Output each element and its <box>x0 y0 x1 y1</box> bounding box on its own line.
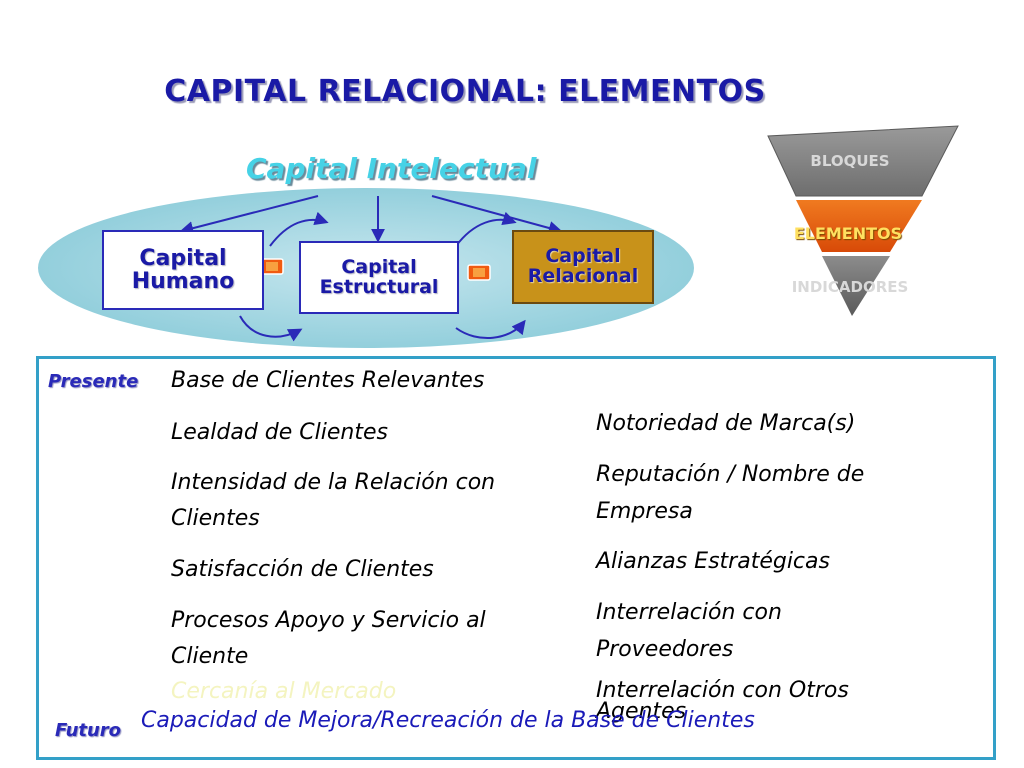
left-item: Lealdad de Clientes <box>171 420 388 445</box>
left-item: Procesos Apoyo y Servicio al <box>171 608 486 633</box>
left-item: Clientes <box>171 506 260 531</box>
pyramid-label-bloques: BLOQUES <box>810 152 890 170</box>
right-item: Agentes <box>596 699 687 724</box>
link-connector-icon <box>260 258 284 275</box>
pyramid-label-elementos: ELEMENTOS <box>793 224 903 243</box>
right-item: Interrelación con <box>596 600 782 625</box>
inverted-pyramid <box>767 125 959 316</box>
presente-label: Presente <box>48 371 139 392</box>
futuro-label: Futuro <box>55 720 122 741</box>
faded-item: Cercanía al Mercado <box>171 679 397 704</box>
connector-arrows <box>179 195 563 342</box>
capital-humano-box: Capital Humano <box>102 230 264 310</box>
pyramid-label-indicadores: INDICADORES <box>791 278 909 296</box>
right-item: Notoriedad de Marca(s) <box>596 411 856 436</box>
capital-estructural-box: Capital Estructural <box>299 241 459 314</box>
left-item: Satisfacción de Clientes <box>171 557 434 582</box>
left-item: Cliente <box>171 644 249 669</box>
capital-relacional-box: Capital Relacional <box>512 230 654 304</box>
right-item: Reputación / Nombre de <box>596 462 865 487</box>
left-item: Intensidad de la Relación con <box>171 470 496 495</box>
right-item: Proveedores <box>596 637 734 662</box>
right-item: Empresa <box>596 499 693 524</box>
page-title: CAPITAL RELACIONAL: ELEMENTOS <box>164 74 766 109</box>
right-item: Alianzas Estratégicas <box>596 549 830 574</box>
capital-intelectual-title: Capital Intelectual <box>246 152 537 185</box>
link-connector-icon <box>467 264 491 281</box>
right-item: Interrelación con Otros <box>596 678 849 703</box>
content-frame <box>36 356 996 760</box>
left-item: Base de Clientes Relevantes <box>171 368 485 393</box>
futuro-item: Capacidad de Mejora/Recreación de la Bas… <box>141 708 755 733</box>
